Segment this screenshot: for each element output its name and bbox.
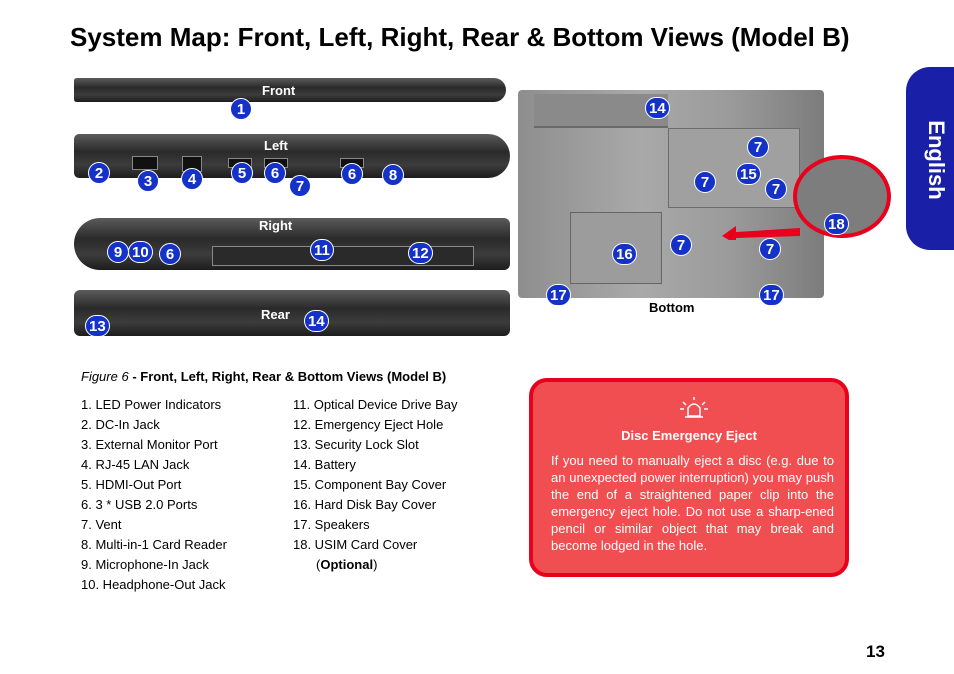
legend-item: 14. Battery: [293, 457, 356, 472]
legend-item: 12. Emergency Eject Hole: [293, 417, 444, 432]
hdd-bay-cover: [570, 212, 662, 284]
callout-7-b: 7: [694, 171, 716, 193]
bottom-view-label: Bottom: [649, 300, 695, 315]
callout-15: 15: [736, 163, 761, 185]
callout-5: 5: [231, 162, 253, 184]
language-tab[interactable]: [906, 67, 954, 250]
legend-item: 10. Headphone-Out Jack: [81, 577, 226, 592]
callout-8: 8: [382, 164, 404, 186]
legend-item: 11. Optical Device Drive Bay: [293, 397, 458, 412]
usim-arrow-icon: [722, 226, 802, 244]
figure-number: Figure 6: [81, 369, 129, 384]
callout-7-d: 7: [670, 234, 692, 256]
figure-title: - Front, Left, Right, Rear & Bottom View…: [128, 369, 447, 384]
callout-4: 4: [181, 168, 203, 190]
legend-item: 18. USIM Card Cover: [293, 537, 418, 552]
legend-item: 6. 3 * USB 2.0 Ports: [81, 497, 198, 512]
warning-body: If you need to manually eject a disc (e.…: [551, 453, 834, 553]
callout-16: 16: [612, 243, 637, 265]
callout-7-a: 7: [747, 136, 769, 158]
figure-caption: Figure 6 - Front, Left, Right, Rear & Bo…: [81, 369, 446, 384]
legend-item: 2. DC-In Jack: [81, 417, 160, 432]
front-view-label: Front: [262, 83, 296, 98]
callout-13: 13: [85, 315, 110, 337]
legend-item: 3. External Monitor Port: [81, 437, 218, 452]
callout-11: 11: [310, 239, 334, 261]
front-view-image: [74, 78, 506, 102]
callout-17-a: 17: [546, 284, 571, 306]
optional-open: (: [316, 557, 321, 572]
callout-7: 7: [289, 175, 311, 197]
callout-17-b: 17: [759, 284, 784, 306]
callout-6-b: 6: [341, 163, 363, 185]
callout-1: 1: [230, 98, 252, 120]
page-title: System Map: Front, Left, Right, Rear & B…: [70, 22, 850, 52]
legend-item: 9. Microphone-In Jack: [81, 557, 209, 572]
callout-10: 10: [128, 241, 153, 263]
callout-7-c: 7: [765, 178, 787, 200]
rear-view-image: [74, 290, 510, 336]
legend-item: 17. Speakers: [293, 517, 370, 532]
callout-18: 18: [824, 213, 849, 235]
right-view-label: Right: [259, 218, 293, 233]
rear-view-label: Rear: [261, 307, 290, 322]
alert-lamp-icon: [679, 396, 709, 420]
callout-12: 12: [408, 242, 433, 264]
legend-item: 13. Security Lock Slot: [293, 437, 419, 452]
legend-item: 1. LED Power Indicators: [81, 397, 222, 412]
vga-port: [132, 156, 158, 170]
legend-item: 7. Vent: [81, 517, 122, 532]
callout-6-c: 6: [159, 243, 181, 265]
warning-box: Disc Emergency Eject If you need to manu…: [529, 378, 849, 577]
callout-14: 14: [304, 310, 329, 332]
odd-tray: [212, 246, 474, 266]
callout-9: 9: [107, 241, 129, 263]
left-view-label: Left: [264, 138, 288, 153]
callout-3: 3: [137, 170, 159, 192]
legend-item: 8. Multi-in-1 Card Reader: [81, 537, 227, 552]
optional-word: Optional: [320, 557, 374, 572]
legend-list-left: 1. LED Power Indicators 2. DC-In Jack 3.…: [81, 397, 227, 597]
legend-item: 15. Component Bay Cover: [293, 477, 447, 492]
legend-item-optional: (Optional): [293, 557, 458, 574]
language-tab-label: English: [924, 120, 949, 200]
callout-2: 2: [88, 162, 110, 184]
legend-item: 5. HDMI-Out Port: [81, 477, 182, 492]
callout-14-b: 14: [645, 97, 670, 119]
callout-7-e: 7: [759, 238, 781, 260]
legend-item: 16. Hard Disk Bay Cover: [293, 497, 437, 512]
legend-list-right: 11. Optical Device Drive Bay 12. Emergen…: [293, 397, 458, 574]
optional-close: ): [373, 557, 378, 572]
warning-title: Disc Emergency Eject: [621, 428, 757, 443]
callout-6: 6: [264, 162, 286, 184]
legend-item: 4. RJ-45 LAN Jack: [81, 457, 190, 472]
page-number: 13: [866, 642, 885, 661]
